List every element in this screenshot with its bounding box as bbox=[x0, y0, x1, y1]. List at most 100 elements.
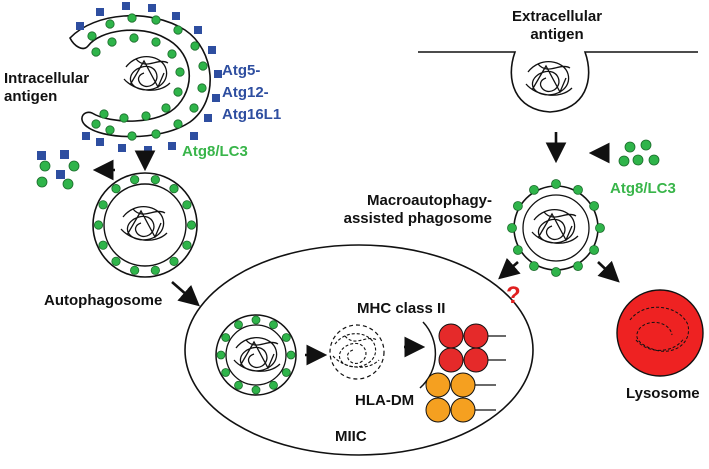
green-dot-icon bbox=[141, 111, 151, 121]
green-dot-icon bbox=[221, 368, 231, 377]
blue-square-icon bbox=[194, 26, 202, 34]
mhc-class-ii-molecules bbox=[438, 323, 506, 373]
green-dot-icon bbox=[151, 37, 161, 47]
green-dot-icon bbox=[150, 175, 160, 185]
label-extracellular-antigen: Extracellular antigen bbox=[512, 8, 603, 43]
green-dot-icon bbox=[551, 179, 561, 189]
green-dot-icon bbox=[111, 184, 121, 194]
green-dot-icon bbox=[190, 41, 200, 51]
green-dot-icon bbox=[151, 129, 161, 139]
released-atg-cluster bbox=[36, 150, 80, 190]
green-dot-icon bbox=[127, 13, 137, 23]
blue-square-icon bbox=[212, 94, 220, 102]
green-dot-icon bbox=[129, 33, 139, 43]
blue-square-icon bbox=[204, 114, 212, 122]
green-dot-icon bbox=[39, 160, 51, 172]
green-dot-icon bbox=[175, 67, 185, 77]
blue-square-icon bbox=[144, 146, 152, 154]
green-dot-icon bbox=[167, 49, 177, 59]
label-lysosome: Lysosome bbox=[626, 385, 700, 402]
green-dot-icon bbox=[529, 261, 539, 272]
green-dot-icon bbox=[105, 19, 115, 29]
green-dot-icon bbox=[98, 240, 108, 250]
question-mark: ? bbox=[506, 282, 521, 309]
blue-square-icon bbox=[118, 144, 126, 152]
blue-square-icon bbox=[168, 142, 176, 150]
green-dot-icon bbox=[551, 267, 561, 277]
blue-square-icon bbox=[76, 22, 84, 30]
autophagosome bbox=[92, 172, 198, 278]
arrow-phagosome-to-miic bbox=[498, 257, 521, 280]
green-dot-icon bbox=[119, 113, 129, 123]
intracellular-antigen-icon bbox=[123, 55, 171, 91]
green-dot-icon bbox=[182, 240, 192, 250]
miic-autophagosome-lc3-dots bbox=[216, 315, 296, 395]
green-dot-icon bbox=[281, 368, 291, 377]
label-mhc-class-ii: MHC class II bbox=[357, 300, 446, 317]
green-dot-icon bbox=[286, 350, 296, 360]
green-dot-icon bbox=[589, 245, 600, 255]
green-dot-icon bbox=[36, 176, 48, 188]
green-dot-icon bbox=[62, 178, 74, 190]
hla-dm-molecules bbox=[425, 372, 496, 423]
label-miic: MIIC bbox=[335, 428, 367, 445]
plasma-membrane bbox=[418, 51, 698, 113]
green-dot-icon bbox=[595, 223, 605, 233]
lap-phagosome bbox=[513, 185, 599, 271]
phagophore-atg-squares bbox=[76, 2, 222, 154]
green-dot-icon bbox=[234, 320, 243, 330]
arrows bbox=[92, 132, 620, 366]
label-macroautophagy-phagosome: Macroautophagy- assisted phagosome bbox=[343, 192, 492, 227]
blue-square-icon bbox=[56, 170, 65, 179]
green-dot-icon bbox=[269, 380, 278, 390]
degrading-vesicle bbox=[329, 324, 385, 380]
green-dot-icon bbox=[221, 333, 231, 342]
green-dot-icon bbox=[251, 315, 261, 325]
green-dot-icon bbox=[150, 265, 160, 275]
label-atg8-lc3-right: Atg8/LC3 bbox=[610, 180, 676, 197]
green-dot-icon bbox=[189, 103, 199, 113]
green-dot-icon bbox=[512, 245, 523, 255]
green-dot-icon bbox=[151, 15, 161, 25]
label-atg5-atg12-atg16l1: Atg5- Atg12- Atg16L1 bbox=[222, 62, 282, 123]
green-dot-icon bbox=[182, 200, 192, 210]
label-intracellular-antigen: Intracellular antigen bbox=[4, 70, 90, 105]
green-dot-icon bbox=[512, 201, 523, 211]
blue-square-icon bbox=[148, 4, 156, 12]
green-dot-icon bbox=[98, 200, 108, 210]
blue-square-icon bbox=[214, 70, 222, 78]
label-atg8-lc3-left: Atg8/LC3 bbox=[182, 143, 248, 160]
green-dot-icon bbox=[91, 47, 101, 57]
blue-square-icon bbox=[96, 8, 104, 16]
green-dot-icon bbox=[111, 256, 121, 266]
blue-square-icon bbox=[60, 150, 69, 159]
green-dot-icon bbox=[99, 109, 109, 119]
green-dot-icon bbox=[107, 37, 117, 47]
free-lc3-right bbox=[618, 139, 660, 167]
green-dot-icon bbox=[130, 175, 140, 185]
miic-compartment bbox=[184, 244, 534, 456]
blue-square-icon bbox=[208, 46, 216, 54]
green-dot-icon bbox=[186, 220, 197, 230]
extracellular-antigen-icon bbox=[525, 60, 573, 96]
green-dot-icon bbox=[161, 103, 171, 113]
green-dot-icon bbox=[173, 87, 183, 97]
green-dot-icon bbox=[93, 220, 104, 230]
blue-square-icon bbox=[190, 132, 198, 140]
green-dot-icon bbox=[173, 119, 183, 129]
lysosome bbox=[616, 289, 704, 377]
green-dot-icon bbox=[234, 380, 243, 390]
green-dot-icon bbox=[91, 119, 101, 129]
blue-square-icon bbox=[96, 138, 104, 146]
lap-phagosome-lc3-dots bbox=[507, 179, 605, 277]
green-dot-icon bbox=[573, 184, 583, 195]
green-dot-icon bbox=[269, 320, 278, 330]
green-dot-icon bbox=[216, 350, 226, 360]
green-dot-icon bbox=[529, 184, 539, 195]
green-dot-icon bbox=[169, 256, 179, 266]
label-hla-dm: HLA-DM bbox=[355, 392, 415, 409]
blue-square-icon bbox=[172, 12, 180, 20]
label-autophagosome: Autophagosome bbox=[44, 292, 163, 309]
